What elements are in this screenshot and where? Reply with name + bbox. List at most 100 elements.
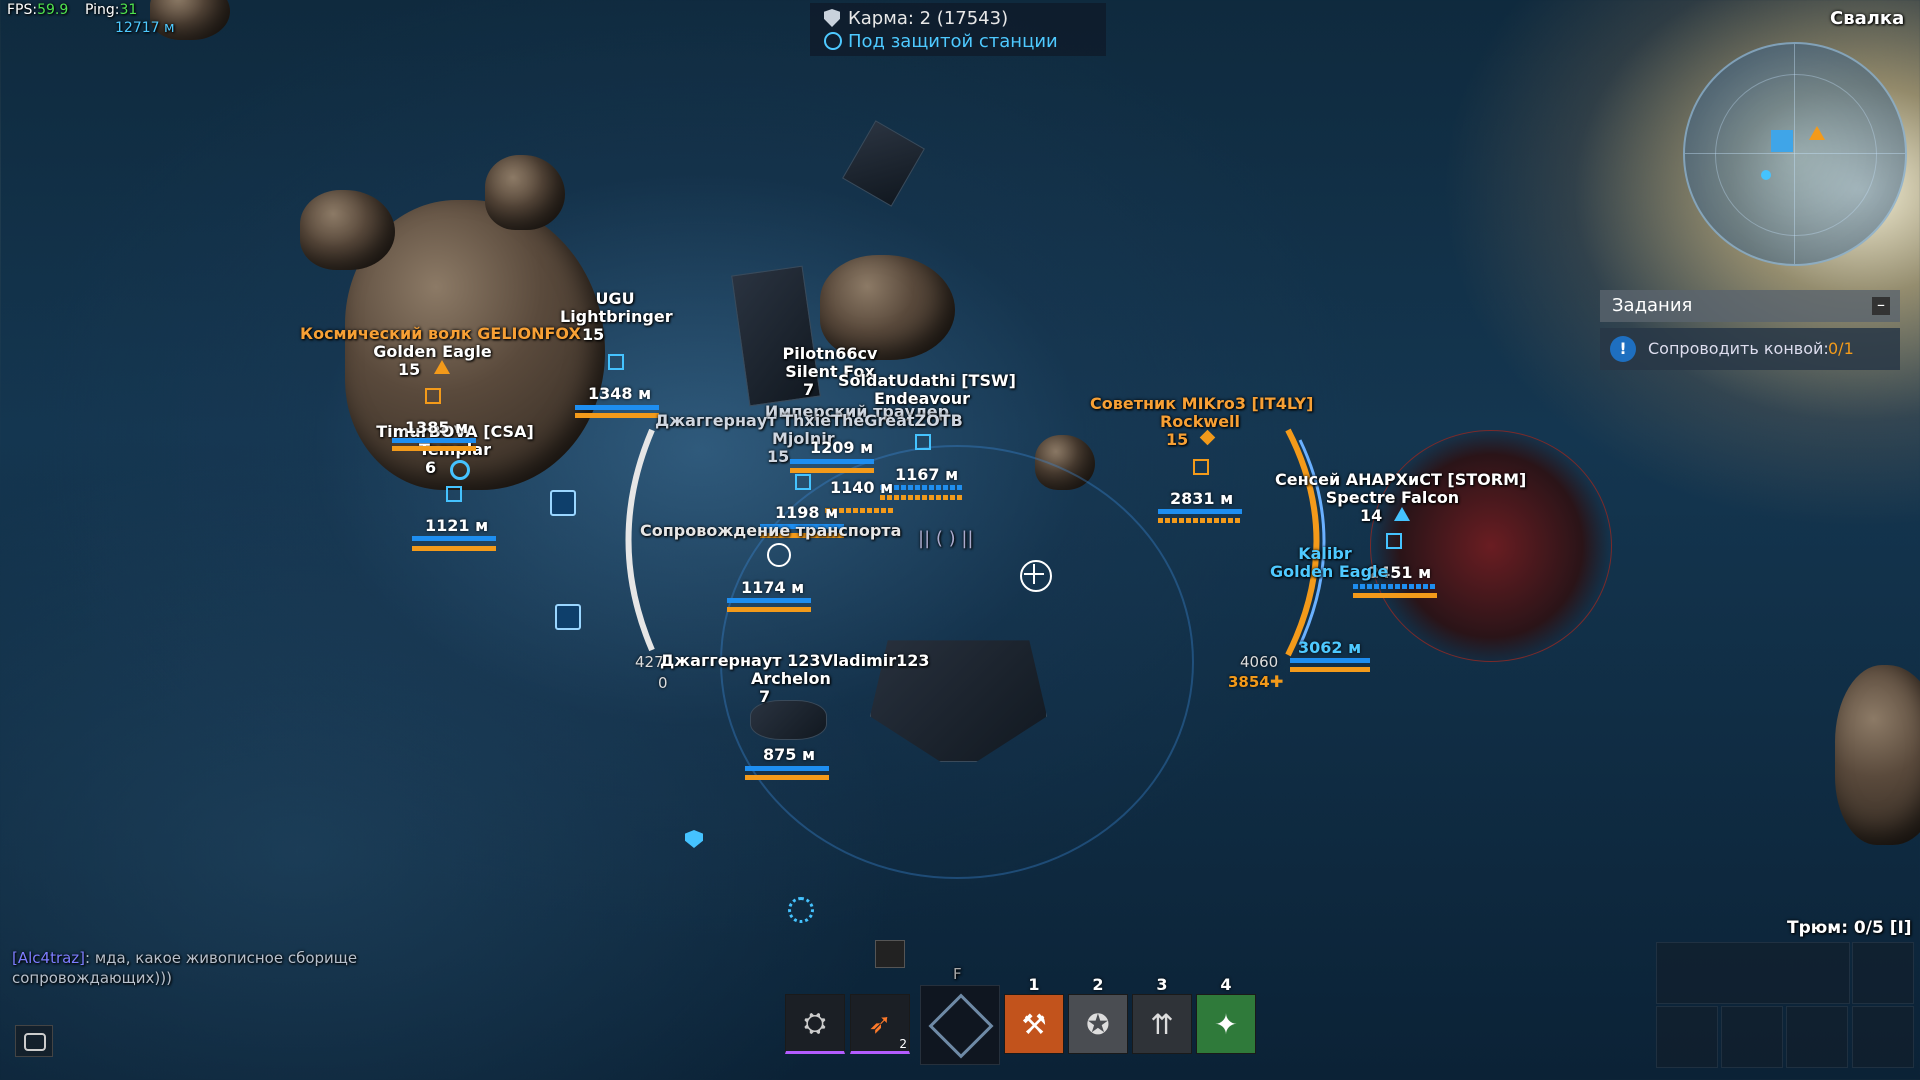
target-level: 7 (803, 380, 815, 399)
hotbar-slot-1[interactable]: ⚒ (1004, 994, 1064, 1054)
hull-bar (412, 536, 496, 541)
target-ship: Silent Fox (785, 362, 875, 381)
shield-bar (1158, 518, 1242, 523)
chat-toggle-button[interactable] (15, 1025, 53, 1057)
target-thxie[interactable]: Джаггернаут ThxieTheGreatZOTB Mjolnir 15 (655, 411, 963, 466)
target-marker[interactable] (425, 388, 441, 404)
escort-target-icon[interactable] (767, 543, 791, 567)
tasks-header[interactable]: Задания – (1600, 290, 1900, 322)
tasks-collapse-button[interactable]: – (1872, 297, 1890, 315)
target-pilot: Космический волк GELIONFOX (300, 324, 581, 343)
target-timurbova[interactable]: TimurBOVA [CSA] Templar 6 (375, 423, 535, 477)
target-distance-2: 1121 м (425, 516, 489, 535)
cargo-slot[interactable] (1721, 1006, 1783, 1068)
target-ship: Mjolnir (772, 429, 835, 448)
cargo-slot[interactable] (1656, 1006, 1718, 1068)
target-pilot: Pilotn66cv (782, 344, 878, 363)
target-distance: 1209 м (810, 438, 874, 457)
shield-boost-icon: ✦ (1214, 1007, 1238, 1041)
target-level: 15 (582, 325, 605, 344)
wreck-debris (842, 120, 925, 207)
shield-icon (824, 9, 840, 27)
target-pilot: Джаггернаут ThxieTheGreatZOTB (655, 411, 963, 430)
target-marker[interactable] (1386, 533, 1402, 549)
target-soldatudathi[interactable]: SoldatUdathi [TSW] Endeavour (838, 372, 1016, 408)
ship-indicator-icon[interactable] (875, 940, 905, 968)
minimap-enemy-icon (1809, 126, 1825, 140)
target-marker[interactable] (446, 486, 462, 502)
target-pilot: Джаггернаут 123Vladimir123 (660, 651, 930, 670)
slot-count: 2 (899, 1037, 907, 1051)
target-kalibr[interactable]: Kalibr Golden Eagle (1270, 544, 1389, 581)
warning-triangle-icon (434, 360, 450, 374)
target-ugu[interactable]: UGU Lightbringer 15 (560, 290, 673, 344)
ship-module-icon: ⛭ (803, 1006, 827, 1039)
asteroid-medium (820, 255, 955, 360)
target-mikro3[interactable]: Советник MIKro3 [IT4LY] Rockwell 15 (1090, 394, 1314, 449)
target-ship: Golden Eagle (373, 342, 492, 361)
shield-bar (745, 775, 829, 780)
shield-bar (412, 546, 496, 551)
target-ship: Golden Eagle (1270, 562, 1389, 581)
targeting-ring (720, 445, 1194, 879)
shield-bar (880, 495, 964, 500)
hull-bar (575, 405, 659, 410)
karma-panel: Карма: 2 (17543) Под защитой станции (810, 3, 1106, 56)
gear-marker-icon (788, 897, 814, 923)
minimap[interactable] (1683, 42, 1907, 266)
target-distance: 1167 м (895, 465, 959, 484)
chat-bubble-icon (24, 1033, 46, 1051)
ally-ring-icon (450, 460, 470, 480)
target-trawler[interactable]: Имперский траулер (762, 403, 952, 421)
asteroid-edge (1835, 665, 1920, 845)
ally-triangle-icon (1394, 507, 1410, 521)
cargo-slot[interactable] (1852, 1006, 1914, 1068)
target-level: 15 (1166, 430, 1189, 449)
hull-bar (1158, 509, 1242, 514)
task-progress: 0/1 (1828, 339, 1854, 358)
task-text: Сопроводить конвой: (1648, 339, 1829, 358)
left-arc-value-bottom: 0 (658, 674, 668, 692)
cargo-slot[interactable] (1786, 1006, 1848, 1068)
target-anarchist[interactable]: Сенсей АНАРХиСТ [STORM] Spectre Falcon 1… (1275, 471, 1526, 525)
cargo-slot[interactable] (1656, 942, 1850, 1004)
hotbar-slot-rocket[interactable]: ➶ 2 (850, 994, 910, 1054)
target-marker[interactable] (915, 434, 931, 450)
hotbar-slot-4[interactable]: ✦ (1196, 994, 1256, 1054)
target-marker[interactable] (795, 474, 811, 490)
repair-drone-icon: ⚒ (1021, 1007, 1047, 1041)
target-pilot: Имперский траулер (764, 402, 950, 421)
target-level: 7 (759, 687, 771, 706)
target-marker[interactable] (1193, 459, 1209, 475)
hull-bar (880, 485, 964, 490)
target-distance: 2451 м (1368, 563, 1432, 582)
hotbar-special-ability[interactable] (920, 985, 1000, 1065)
target-gelionfox[interactable]: Космический волк GELIONFOX Golden Eagle … (300, 324, 581, 379)
target-ship: Lightbringer (560, 307, 673, 326)
target-pilot: Советник MIKro3 [IT4LY] (1090, 394, 1314, 413)
target-marker[interactable] (608, 354, 624, 370)
target-lock-icon[interactable] (550, 490, 576, 516)
chat-text: : мда, какое живописное сборище сопровож… (12, 949, 358, 987)
target-pilotn66cv[interactable]: Pilotn66cv Silent Fox 7 (775, 345, 885, 399)
hull-bar (1290, 658, 1370, 663)
station-protection-label: Под защитой станции (848, 31, 1058, 52)
cargo-slot[interactable] (1852, 942, 1914, 1004)
target-distance: 1198 м (775, 503, 839, 522)
target-distance: 3062 м (1298, 638, 1362, 657)
task-item[interactable]: ! Сопроводить конвой: 0/1 (1600, 328, 1900, 370)
target-pilot: Kalibr (1298, 544, 1352, 563)
slot-key-1: 1 (1028, 975, 1040, 994)
shield-bar (825, 508, 895, 513)
chat-author[interactable]: [Alc4traz] (12, 949, 86, 967)
target-ship: Rockwell (1159, 412, 1241, 431)
peace-icon (824, 32, 842, 50)
shield-bar (1290, 667, 1370, 672)
pause-box-icon[interactable] (555, 604, 581, 630)
hotbar-slot-module[interactable]: ⛭ (785, 994, 845, 1054)
hotbar-slot-3[interactable]: ⇈ (1132, 994, 1192, 1054)
target-escort-transport[interactable]: Сопровождение транспорта (640, 522, 901, 540)
target-vladimir[interactable]: Джаггернаут 123Vladimir123 Archelon 7 (660, 651, 930, 706)
hotbar-slot-2[interactable]: ✪ (1068, 994, 1128, 1054)
minimap-ring (1715, 74, 1877, 236)
